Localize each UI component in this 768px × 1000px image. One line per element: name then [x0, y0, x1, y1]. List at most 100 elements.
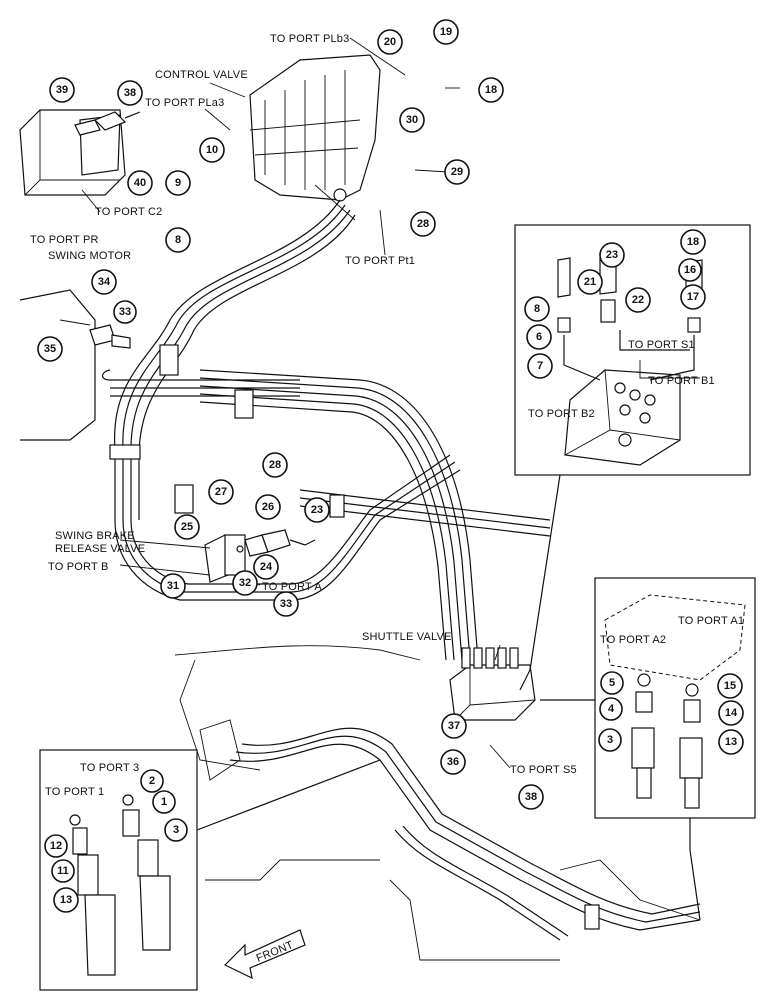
callout-38-top: 38: [117, 80, 143, 106]
callout-30: 30: [399, 107, 425, 133]
svg-text:25: 25: [181, 521, 193, 533]
callout-11: 11: [51, 859, 75, 883]
callout-18-inset: 18: [680, 229, 706, 255]
svg-text:19: 19: [440, 26, 452, 38]
svg-text:26: 26: [262, 501, 274, 513]
callout-19: 19: [433, 19, 459, 45]
svg-text:8: 8: [175, 234, 181, 246]
label-port-3: TO PORT 3: [80, 762, 139, 774]
callout-8-main: 8: [165, 227, 191, 253]
label-swing-motor: SWING MOTOR: [48, 250, 131, 262]
svg-text:13: 13: [725, 736, 737, 748]
callout-25: 25: [174, 514, 200, 540]
callout-34: 34: [91, 269, 117, 295]
label-port-a1: TO PORT A1: [678, 615, 744, 627]
callout-21: 21: [577, 269, 603, 295]
callout-29: 29: [444, 159, 470, 185]
front-arrow: FRONT: [223, 929, 306, 980]
svg-text:23: 23: [311, 504, 323, 516]
svg-text:24: 24: [260, 561, 273, 573]
callout-13-inset2: 13: [718, 729, 744, 755]
svg-text:12: 12: [50, 840, 62, 852]
svg-text:35: 35: [44, 343, 56, 355]
callout-20: 20: [377, 29, 403, 55]
svg-text:27: 27: [215, 486, 227, 498]
callout-22: 22: [625, 287, 651, 313]
callout-12: 12: [44, 834, 68, 858]
callout-2: 2: [140, 769, 164, 793]
svg-text:7: 7: [537, 360, 543, 372]
label-port-b2: TO PORT B2: [528, 408, 595, 420]
label-port-a2: TO PORT A2: [600, 634, 666, 646]
svg-text:30: 30: [406, 114, 418, 126]
svg-text:2: 2: [149, 775, 155, 787]
label-port-pt1: TO PORT Pt1: [345, 255, 415, 267]
swing-motor: [19, 289, 131, 441]
callout-26: 26: [255, 494, 281, 520]
svg-text:28: 28: [417, 218, 429, 230]
label-port-s5: TO PORT S5: [510, 764, 577, 776]
svg-text:6: 6: [536, 331, 542, 343]
label-port-b: TO PORT B: [48, 561, 109, 573]
callout-36: 36: [440, 749, 466, 775]
callout-8-inset: 8: [524, 296, 550, 322]
leader-lines: [81, 37, 511, 769]
control-valve: [249, 54, 381, 202]
label-port-pla3: TO PORT PLa3: [145, 97, 224, 109]
callout-4: 4: [599, 697, 623, 721]
callout-33-low: 33: [273, 591, 299, 617]
port-c2-block: [19, 109, 141, 196]
svg-text:33: 33: [280, 598, 292, 610]
label-port-1: TO PORT 1: [45, 786, 104, 798]
svg-text:34: 34: [98, 276, 111, 288]
callout-9: 9: [165, 170, 191, 196]
svg-text:22: 22: [632, 294, 644, 306]
svg-text:13: 13: [60, 894, 72, 906]
svg-text:9: 9: [175, 177, 181, 189]
svg-text:38: 38: [525, 791, 537, 803]
svg-text:10: 10: [206, 144, 218, 156]
callout-18: 18: [478, 77, 504, 103]
labels: CONTROL VALVE TO PORT PLb3 TO PORT PLa3 …: [30, 33, 744, 798]
label-swing-brake: SWING BRAKE: [55, 530, 135, 542]
callout-7: 7: [527, 353, 553, 379]
svg-text:16: 16: [684, 264, 696, 276]
callout-39: 39: [49, 77, 75, 103]
svg-text:11: 11: [57, 865, 69, 877]
svg-text:17: 17: [687, 291, 699, 303]
label-port-pr: TO PORT PR: [30, 234, 99, 246]
svg-text:18: 18: [485, 84, 497, 96]
callout-17: 17: [680, 284, 706, 310]
callout-1: 1: [152, 790, 176, 814]
shuttle-valve: [449, 647, 536, 721]
label-port-a: TO PORT A: [262, 581, 322, 593]
svg-text:31: 31: [167, 580, 179, 592]
svg-text:3: 3: [607, 734, 613, 746]
callout-23-inset: 23: [599, 242, 625, 268]
callout-37: 37: [441, 713, 467, 739]
callout-31: 31: [160, 573, 186, 599]
svg-text:1: 1: [161, 796, 167, 808]
svg-text:39: 39: [56, 84, 68, 96]
svg-text:29: 29: [451, 166, 463, 178]
callout-5: 5: [600, 671, 624, 695]
inset-port-b-s-block: [514, 224, 751, 691]
callout-24: 24: [253, 554, 279, 580]
callout-28-mid: 28: [262, 452, 288, 478]
svg-text:23: 23: [606, 249, 618, 261]
callout-38-low: 38: [518, 784, 544, 810]
svg-text:36: 36: [447, 756, 459, 768]
label-port-plb3: TO PORT PLb3: [270, 33, 349, 45]
callout-33-top: 33: [113, 300, 137, 324]
lower-frame: [174, 645, 701, 961]
svg-text:15: 15: [724, 680, 736, 692]
callout-13-inset3: 13: [53, 887, 79, 913]
inset-port-1-3: [39, 749, 381, 991]
callout-16: 16: [678, 258, 702, 282]
svg-text:14: 14: [725, 707, 738, 719]
callout-32: 32: [232, 570, 258, 596]
svg-text:33: 33: [119, 306, 131, 318]
svg-text:18: 18: [687, 236, 699, 248]
svg-text:28: 28: [269, 459, 281, 471]
